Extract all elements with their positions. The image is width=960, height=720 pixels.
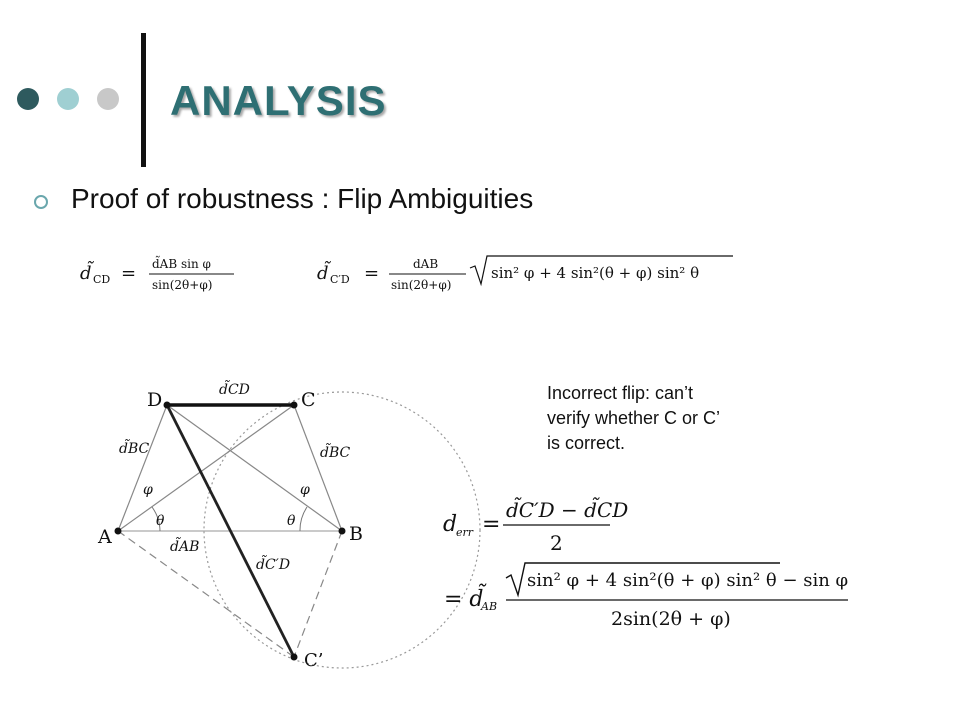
formula-dcd: d̃ CD = d̃AB sin φ sin(2θ+φ) bbox=[80, 255, 234, 292]
point-b bbox=[338, 527, 346, 535]
err2-lhs-sub: AB bbox=[480, 600, 497, 613]
dashed-circle bbox=[203, 391, 481, 669]
f2-sqrt-content: sin² φ + 4 sin²(θ + φ) sin² θ bbox=[491, 264, 699, 282]
f1-lhs-sub: CD bbox=[93, 273, 110, 286]
formula-dcpd: d̃ C′D = dAB sin(2θ+φ) sin² φ + 4 sin²(θ… bbox=[317, 255, 733, 292]
f1-equals: = bbox=[121, 263, 136, 284]
note-line-3: is correct. bbox=[547, 433, 625, 453]
bullet-text: Proof of robustness : Flip Ambiguities bbox=[71, 183, 534, 214]
err-equals: = bbox=[482, 512, 500, 537]
note-line-1: Incorrect flip: can’t bbox=[547, 383, 693, 403]
f2-sqrt-sign bbox=[469, 255, 733, 287]
angle-label-phi-right: φ bbox=[300, 482, 310, 498]
f2-lhs-sub: C′D bbox=[330, 273, 350, 286]
bullet-icon bbox=[34, 195, 48, 209]
title-divider bbox=[141, 33, 146, 167]
point-d bbox=[163, 401, 171, 409]
f1-lhs: d̃ bbox=[80, 261, 95, 284]
decor-dot-gray bbox=[97, 88, 119, 110]
angle-label-theta-left: θ bbox=[156, 513, 165, 529]
f2-lhs: d̃ bbox=[317, 261, 332, 284]
point-cprime bbox=[290, 653, 298, 661]
edge-label-dbc-right: d̃BC bbox=[320, 442, 351, 461]
diag-bd bbox=[166, 404, 343, 532]
flip-note: Incorrect flip: can’t verify whether C o… bbox=[547, 383, 720, 453]
f1-numerator: d̃AB sin φ bbox=[152, 255, 211, 271]
label-d: D bbox=[147, 389, 162, 411]
edge-ad bbox=[117, 404, 168, 532]
err2-numerator: sin² φ + 4 sin²(θ + φ) sin² θ − sin φ bbox=[527, 570, 848, 591]
angle-label-theta-right: θ bbox=[287, 513, 296, 529]
error-formula: d err = d̃C′D − d̃CD 2 = d̃ AB sin² φ + … bbox=[443, 496, 848, 630]
f1-denominator: sin(2θ+φ) bbox=[152, 278, 212, 292]
f2-equals: = bbox=[364, 263, 379, 284]
err-denominator: 2 bbox=[550, 531, 563, 555]
dashed-ac-prime bbox=[117, 530, 295, 658]
edge-bc bbox=[293, 404, 343, 532]
err-numerator: d̃C′D − d̃CD bbox=[506, 496, 628, 522]
angle-arc-a bbox=[151, 506, 161, 532]
slide-title: ANALYSIS bbox=[170, 77, 387, 124]
edge-cprime-d bbox=[165, 404, 296, 658]
note-line-2: verify whether C or C’ bbox=[547, 408, 720, 428]
angle-label-phi-left: φ bbox=[143, 482, 153, 498]
edge-label-dbc-left: d̃BC bbox=[119, 438, 150, 457]
err2-sqrt-sign bbox=[505, 562, 780, 598]
err2-lhs: = d̃ bbox=[444, 582, 487, 612]
f2-numerator: dAB bbox=[413, 257, 438, 271]
edge-label-dcprimed: d̃C′D bbox=[256, 554, 290, 573]
flip-diagram: D C A B C’ d̃CD d̃BC d̃BC d̃AB d̃C′D φ φ… bbox=[97, 379, 481, 671]
dashed-bc-prime bbox=[293, 530, 343, 658]
decor-dot-dark bbox=[17, 88, 39, 110]
label-cprime: C’ bbox=[304, 650, 324, 671]
diag-ac bbox=[117, 404, 295, 532]
angle-arc-b bbox=[299, 506, 308, 532]
point-a bbox=[114, 527, 122, 535]
err-lhs-sub: err bbox=[456, 526, 474, 539]
f2-denominator: sin(2θ+φ) bbox=[391, 278, 451, 292]
edge-label-dab: d̃AB bbox=[170, 536, 199, 555]
label-c: C bbox=[301, 389, 316, 411]
label-a: A bbox=[97, 526, 112, 548]
err-lhs: d bbox=[443, 512, 457, 537]
label-b: B bbox=[349, 523, 363, 545]
point-c bbox=[290, 401, 298, 409]
decor-dot-teal bbox=[57, 88, 79, 110]
edge-label-dcd: d̃CD bbox=[219, 379, 250, 398]
err2-denominator: 2sin(2θ + φ) bbox=[611, 608, 731, 630]
